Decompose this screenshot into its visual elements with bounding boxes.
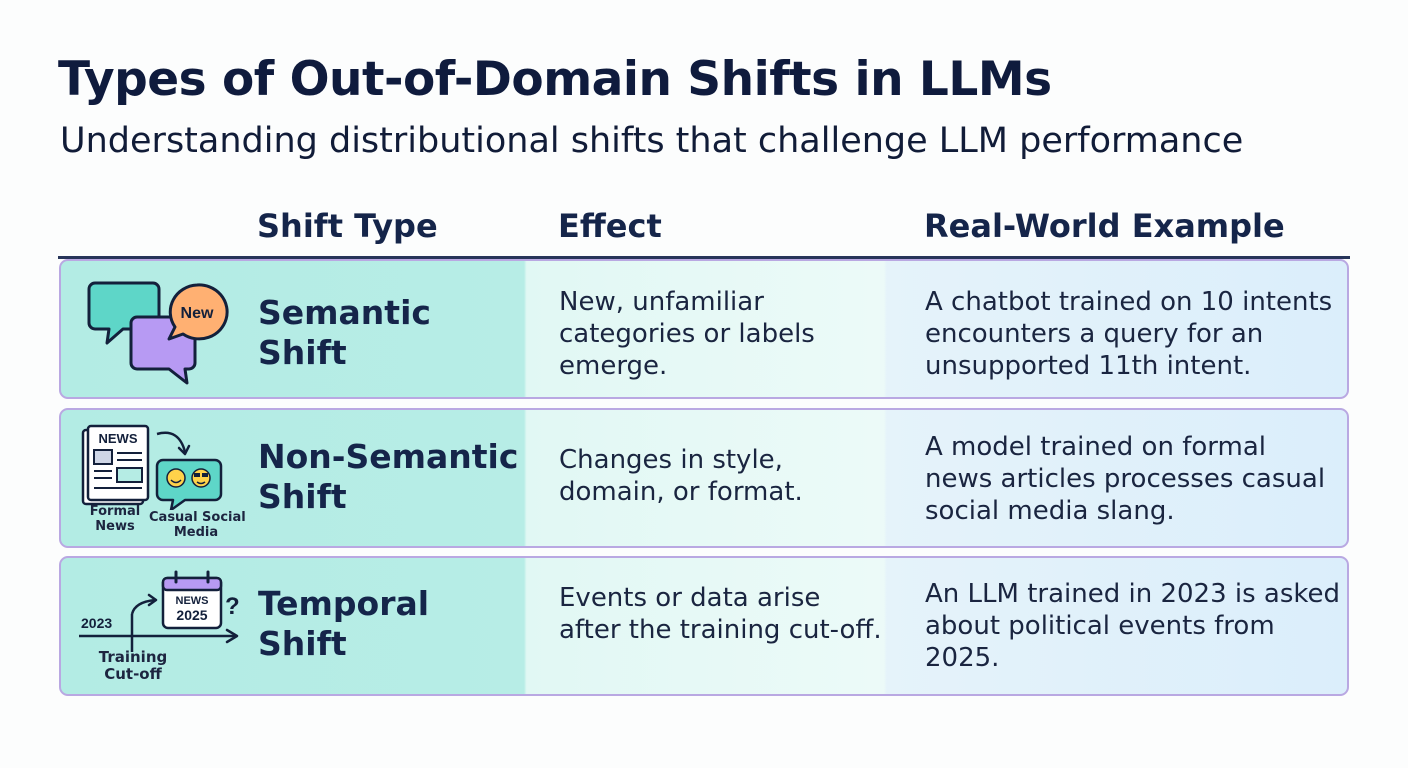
example-text: A model trained on formal news articles …: [925, 432, 1326, 526]
timeline-calendar-icon: 2023 NEWS 2025 ?: [79, 570, 240, 652]
effect-text: Changes in style, domain, or format.: [559, 445, 803, 507]
casual-social-media-label: Casual Social Media: [149, 510, 246, 540]
table-row-non-semantic-shift: NEWS Formal News Casual Social Media Non…: [59, 408, 1349, 548]
column-header-effect: Effect: [558, 207, 662, 245]
column-header-shift-type: Shift Type: [257, 207, 438, 245]
shift-name-line1: Semantic: [258, 293, 431, 332]
news-text: NEWS: [99, 431, 138, 446]
shift-name-line1: Non-Semantic: [258, 437, 519, 476]
shift-name-line2: Shift: [258, 624, 347, 663]
page-title: Types of Out-of-Domain Shifts in LLMs: [58, 52, 1052, 107]
shift-name-line2: Shift: [258, 333, 347, 372]
example-text: A chatbot trained on 10 intents encounte…: [925, 287, 1333, 381]
page-subtitle: Understanding distributional shifts that…: [60, 121, 1244, 161]
header-divider: [58, 256, 1350, 259]
shift-name-line1: Temporal: [258, 584, 430, 623]
news-to-social-media-icon: NEWS: [81, 424, 223, 510]
calendar-year-text: 2025: [176, 607, 207, 623]
shift-name-line2: Shift: [258, 477, 347, 516]
training-cutoff-label: Training Cut-off: [98, 648, 168, 683]
example-text: An LLM trained in 2023 is asked about po…: [925, 579, 1341, 673]
formal-news-label: Formal News: [89, 504, 141, 534]
question-mark-icon: ?: [225, 593, 240, 620]
speech-bubbles-new-icon: New: [87, 281, 229, 385]
effect-text: New, unfamiliar categories or labels eme…: [559, 287, 815, 381]
table-row-semantic-shift: New Semantic Shift New, unfamiliar categ…: [59, 259, 1349, 399]
column-header-example: Real-World Example: [924, 207, 1285, 245]
table-row-temporal-shift: 2023 NEWS 2025 ? Training Cut-off Tempor…: [59, 556, 1349, 696]
new-badge-text: New: [181, 305, 214, 322]
effect-text: Events or data arise after the training …: [559, 583, 882, 645]
year-2023-text: 2023: [81, 615, 112, 631]
calendar-news-text: NEWS: [176, 595, 209, 607]
